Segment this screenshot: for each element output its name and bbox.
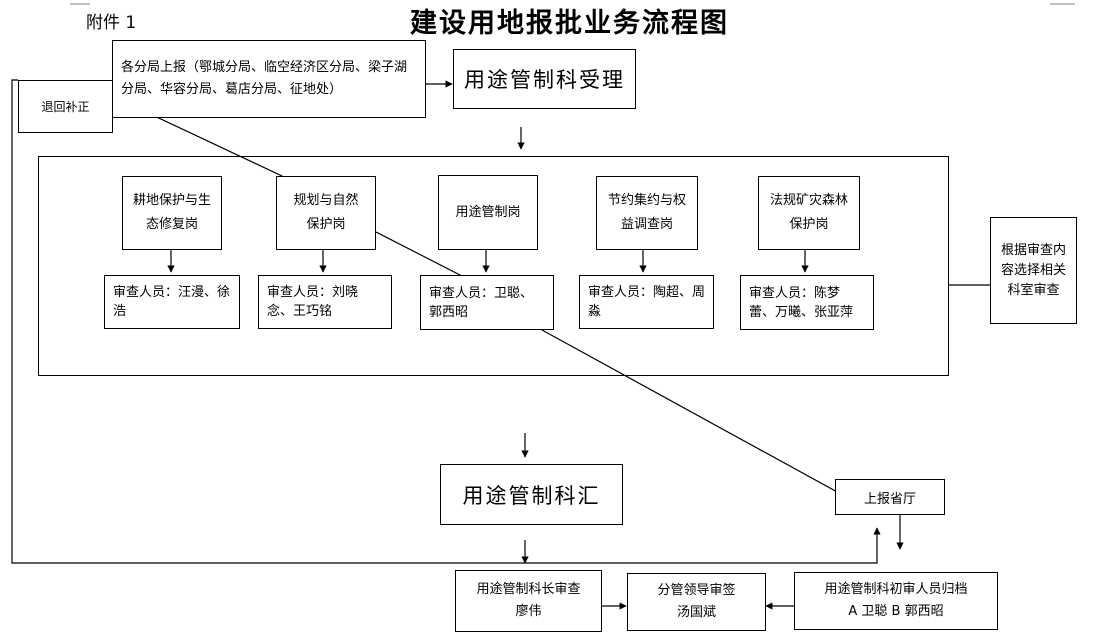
- post-farmland-protection: 耕地保护与生态修复岗: [122, 176, 222, 250]
- accept-box: 用途管制科受理: [453, 49, 636, 109]
- reviewers-intensive: 审查人员：陶超、周淼: [579, 275, 714, 329]
- post-planning-nature-label: 规划与自然保护岗: [293, 193, 359, 232]
- report-provincial-text: 上报省厅: [863, 491, 916, 507]
- chief-review-person: 廖伟: [515, 604, 542, 619]
- archive-box: 用途管制科初审人员归档 A 卫聪 B 郭西昭: [794, 572, 998, 630]
- summary-box: 用途管制科汇: [440, 464, 623, 525]
- leader-sign-box: 分管领导审签 汤国斌: [627, 573, 766, 631]
- accept-text: 用途管制科受理: [464, 68, 625, 92]
- branch-submission-text: 各分局上报（鄂城分局、临空经济区分局、梁子湖分局、华容分局、葛店分局、征地处）: [121, 60, 408, 97]
- return-correction-box: 退回补正: [18, 80, 113, 133]
- select-department-text: 根据审查内容选择相关科室审查: [1000, 242, 1066, 298]
- return-correction-text: 退回补正: [41, 100, 90, 114]
- chief-review-box: 用途管制科长审查 廖伟: [455, 570, 602, 632]
- post-use-control: 用途管制岗: [438, 175, 538, 250]
- post-use-control-label: 用途管制岗: [455, 204, 521, 220]
- page-title: 建设用地报批业务流程图: [410, 8, 729, 39]
- reviewers-intensive-text: 审查人员：陶超、周淼: [588, 285, 706, 319]
- post-regulation-mining-label: 法规矿灾森林保护岗: [769, 193, 848, 232]
- archive-title: 用途管制科初审人员归档: [824, 582, 968, 597]
- reviewers-use-control: 审查人员：卫聪、郭西昭: [420, 275, 554, 330]
- attachment-label: 附件 1: [86, 13, 137, 33]
- reviewers-farmland: 审查人员：汪漫、徐浩: [104, 275, 240, 329]
- reviewers-use-control-text: 审查人员：卫聪、郭西昭: [429, 285, 534, 320]
- chief-review-title: 用途管制科长审查: [476, 582, 581, 597]
- reviewers-planning-text: 审查人员：刘晓念、王巧铭: [267, 285, 359, 319]
- leader-sign-title: 分管领导审签: [657, 583, 736, 598]
- summary-text: 用途管制科汇: [462, 483, 601, 508]
- reviewers-planning: 审查人员：刘晓念、王巧铭: [258, 275, 392, 329]
- select-department-note: 根据审查内容选择相关科室审查: [990, 217, 1077, 324]
- report-provincial-box: 上报省厅: [835, 479, 945, 515]
- post-planning-nature: 规划与自然保护岗: [276, 176, 376, 250]
- post-intensive-use: 节约集约与权益调查岗: [596, 176, 698, 250]
- leader-sign-person: 汤国斌: [676, 605, 716, 620]
- department-review-container: [38, 156, 949, 376]
- branch-submission-box: 各分局上报（鄂城分局、临空经济区分局、梁子湖分局、华容分局、葛店分局、征地处）: [112, 40, 426, 118]
- archive-person: A 卫聪 B 郭西昭: [848, 604, 944, 619]
- reviewers-regulation: 审查人员：陈梦蕾、万曦、张亚萍: [740, 275, 874, 330]
- post-regulation-mining: 法规矿灾森林保护岗: [758, 176, 860, 250]
- post-farmland-protection-label: 耕地保护与生态修复岗: [133, 193, 212, 232]
- reviewers-regulation-text: 审查人员：陈梦蕾、万曦、张亚萍: [749, 285, 854, 320]
- post-intensive-use-label: 节约集约与权益调查岗: [607, 193, 686, 232]
- reviewers-farmland-text: 审查人员：汪漫、徐浩: [113, 285, 231, 319]
